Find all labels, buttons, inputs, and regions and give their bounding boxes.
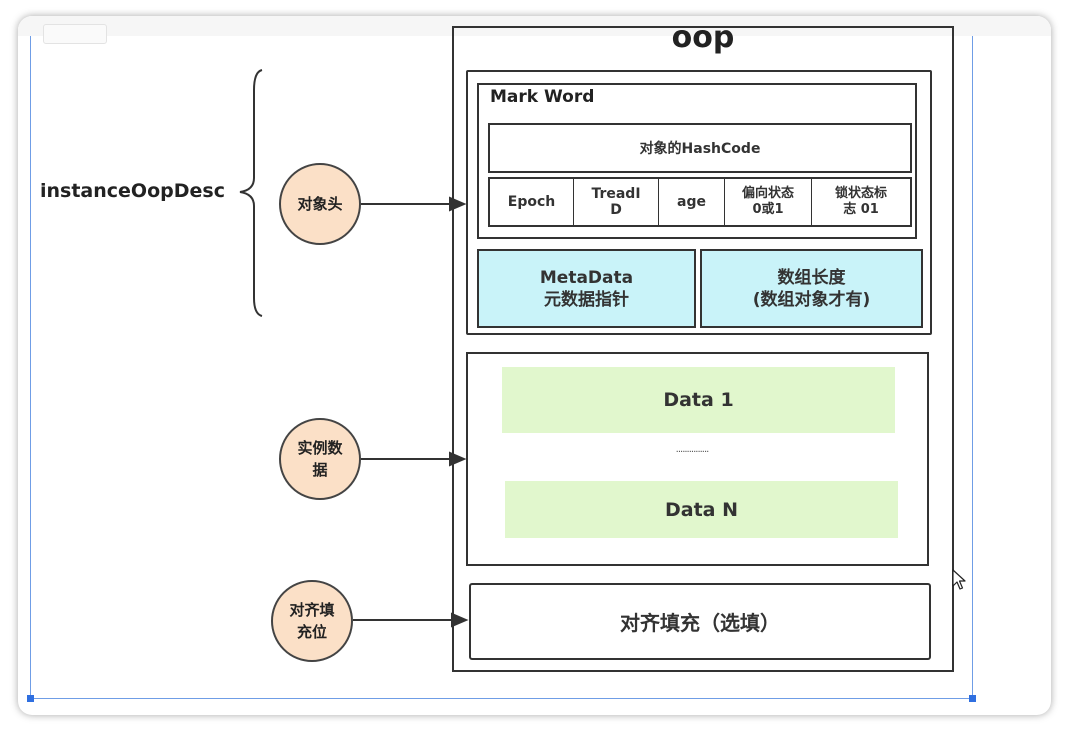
bit-thread-id[interactable]: TreadI D bbox=[574, 179, 659, 225]
mark-word-bits-row: Epoch TreadI D age 偏向状态 0或1 锁状态标 志 01 bbox=[488, 177, 912, 227]
canvas-frame: oop Mark Word 对象的HashCode Epoch TreadI D… bbox=[18, 16, 1051, 715]
mouse-cursor-icon bbox=[952, 569, 966, 590]
header-brace bbox=[239, 69, 263, 317]
oop-container[interactable] bbox=[452, 26, 954, 672]
instance-oop-desc-label: instanceOopDesc bbox=[40, 180, 225, 202]
array-length-title: 数组长度 bbox=[777, 267, 846, 288]
selection-handle-bottom-left[interactable] bbox=[27, 695, 34, 702]
node-padding-label: 对齐填 充位 bbox=[289, 601, 335, 641]
metadata-box[interactable]: MetaData 元数据指针 bbox=[477, 249, 696, 328]
array-length-box[interactable]: 数组长度 (数组对象才有) bbox=[700, 249, 923, 328]
node-padding[interactable]: 对齐填 充位 bbox=[271, 580, 353, 662]
data-n-field[interactable]: Data N bbox=[505, 481, 898, 538]
metadata-title: MetaData bbox=[539, 267, 634, 288]
mark-word-title: Mark Word bbox=[490, 87, 595, 107]
selection-handle-bottom-right[interactable] bbox=[969, 695, 976, 702]
node-object-header-label: 对象头 bbox=[297, 195, 343, 213]
metadata-subtitle: 元数据指针 bbox=[544, 289, 629, 310]
selection-bottom-edge bbox=[30, 698, 973, 699]
toolbar-ghost-box bbox=[43, 24, 107, 44]
data-1-field[interactable]: Data 1 bbox=[502, 367, 895, 433]
node-instance-data[interactable]: 实例数 据 bbox=[279, 418, 361, 500]
bit-epoch[interactable]: Epoch bbox=[490, 179, 574, 225]
bit-age[interactable]: age bbox=[659, 179, 725, 225]
data-ellipsis: ............... bbox=[675, 444, 710, 455]
bit-lock-flag[interactable]: 锁状态标 志 01 bbox=[834, 186, 887, 217]
bit-biased-lock[interactable]: 偏向状态 0或1 bbox=[725, 179, 812, 225]
hashcode-cell[interactable]: 对象的HashCode bbox=[488, 123, 912, 173]
selection-left-edge bbox=[30, 36, 31, 698]
oop-title: oop bbox=[671, 20, 735, 55]
node-object-header[interactable]: 对象头 bbox=[279, 163, 361, 245]
array-length-note: (数组对象才有) bbox=[752, 289, 871, 310]
padding-box[interactable]: 对齐填充（选填） bbox=[469, 583, 931, 660]
node-instance-data-label: 实例数 据 bbox=[297, 439, 343, 479]
selection-right-edge bbox=[972, 36, 973, 698]
